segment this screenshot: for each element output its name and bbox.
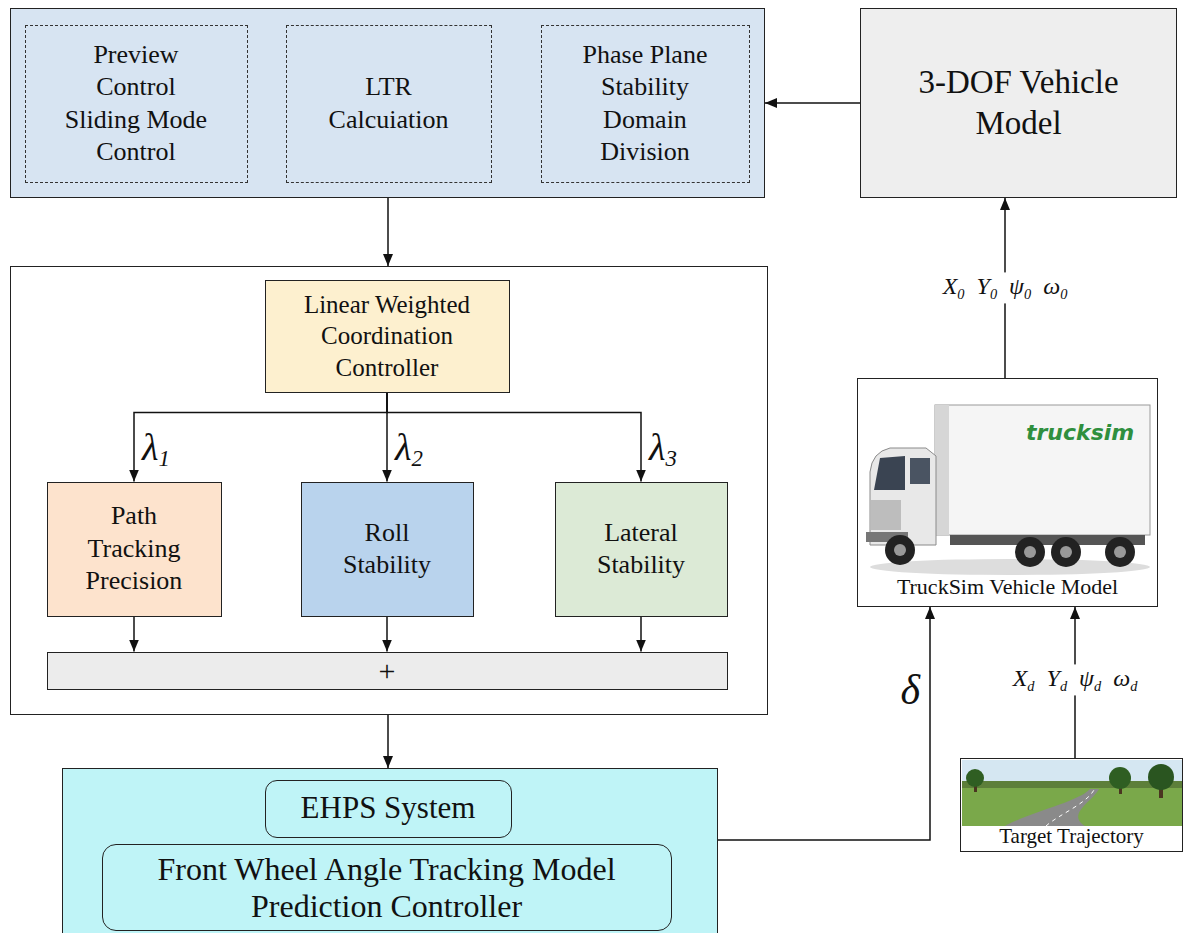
box-label: LTR Calcuiation — [314, 71, 464, 136]
box-label: 3-DOF Vehicle Model — [894, 62, 1144, 145]
truck-hub — [1114, 546, 1126, 558]
box-label: Preview Control Sliding Mode Control — [56, 39, 216, 169]
signal-label: Xd Yd ψd ωd — [1009, 664, 1142, 695]
signal-label: λ3 — [649, 427, 677, 472]
box-label: Front Wheel Angle Tracking Model Predict… — [114, 851, 659, 925]
controller-panel: Preview Control Sliding Mode Control LTR … — [10, 8, 765, 198]
connector-arrow — [386, 617, 388, 652]
tree-crown — [1148, 764, 1174, 790]
model-box: 3-DOF Vehicle Model — [860, 8, 1177, 198]
steering-panel: EHPS SystemFront Wheel Angle Tracking Mo… — [62, 768, 718, 933]
truck-hub — [1024, 546, 1036, 558]
box-label: Phase Plane Stability Domain Division — [565, 39, 725, 169]
box-label: Path Tracking Precision — [69, 500, 199, 598]
truck-wheel — [885, 535, 915, 565]
trailer-front — [935, 405, 949, 535]
truck-hub — [1060, 546, 1072, 558]
box-label: Linear Weighted Coordination Controller — [285, 289, 490, 383]
connector-arrow — [133, 617, 135, 652]
algorithm-box: Preview Control Sliding Mode Control — [25, 25, 248, 183]
objective-box: Lateral Stability — [555, 482, 728, 617]
connector-arrow — [640, 617, 642, 652]
box-label: Target Trajectory — [999, 824, 1144, 848]
truck-side-window — [910, 458, 930, 484]
connector-arrow — [765, 102, 860, 104]
box-label: + — [379, 656, 396, 686]
truck-wheel — [1051, 537, 1081, 567]
box-label: Lateral Stability — [579, 517, 704, 582]
truck-shadow — [870, 559, 1150, 575]
box-label: EHPS System — [301, 789, 476, 828]
truck-wheel — [1105, 537, 1135, 567]
signal-label: δ — [900, 667, 920, 713]
logo-text: trucksim — [1026, 420, 1134, 445]
signal-label: λ2 — [395, 427, 423, 472]
truck-grille — [871, 500, 901, 530]
tree-crown — [966, 769, 984, 787]
truck-wheel — [1015, 537, 1045, 567]
truck-illustration — [866, 405, 1150, 575]
system-box: EHPS System — [265, 780, 512, 838]
grass — [962, 788, 1182, 826]
trailer-body — [935, 405, 1150, 535]
objective-box: Roll Stability — [301, 482, 474, 617]
controller-box: Linear Weighted Coordination Controller — [265, 280, 510, 393]
connector-arrow — [387, 198, 389, 266]
algorithm-box: Phase Plane Stability Domain Division — [541, 25, 750, 183]
sum-bar: + — [47, 652, 728, 690]
box-label: Roll Stability — [327, 517, 447, 582]
algorithm-box: LTR Calcuiation — [286, 25, 492, 183]
objective-box: Path Tracking Precision — [47, 482, 222, 617]
vehicle-model-box: TruckSim Vehicle Model — [857, 378, 1158, 607]
box-label: TruckSim Vehicle Model — [897, 573, 1118, 601]
road-marking — [1046, 790, 1094, 826]
truck-windshield — [874, 456, 905, 490]
tree-crown — [1109, 767, 1131, 789]
road-illustration — [962, 760, 1182, 826]
road — [1005, 789, 1099, 826]
trajectory-box: Target Trajectory — [960, 758, 1183, 852]
signal-label: λ1 — [142, 427, 170, 472]
connector-arrow — [134, 393, 387, 482]
connector-arrow — [387, 393, 641, 482]
signal-label: X0 Y0 ψ0 ω0 — [939, 272, 1072, 303]
connector-arrow — [387, 715, 389, 768]
truck-hub — [894, 544, 906, 556]
truck-cab — [870, 448, 936, 545]
mpc-box: Front Wheel Angle Tracking Model Predict… — [102, 844, 672, 931]
coordination-panel: Linear Weighted Coordination ControllerP… — [10, 266, 768, 715]
connector-arrow — [718, 607, 930, 840]
